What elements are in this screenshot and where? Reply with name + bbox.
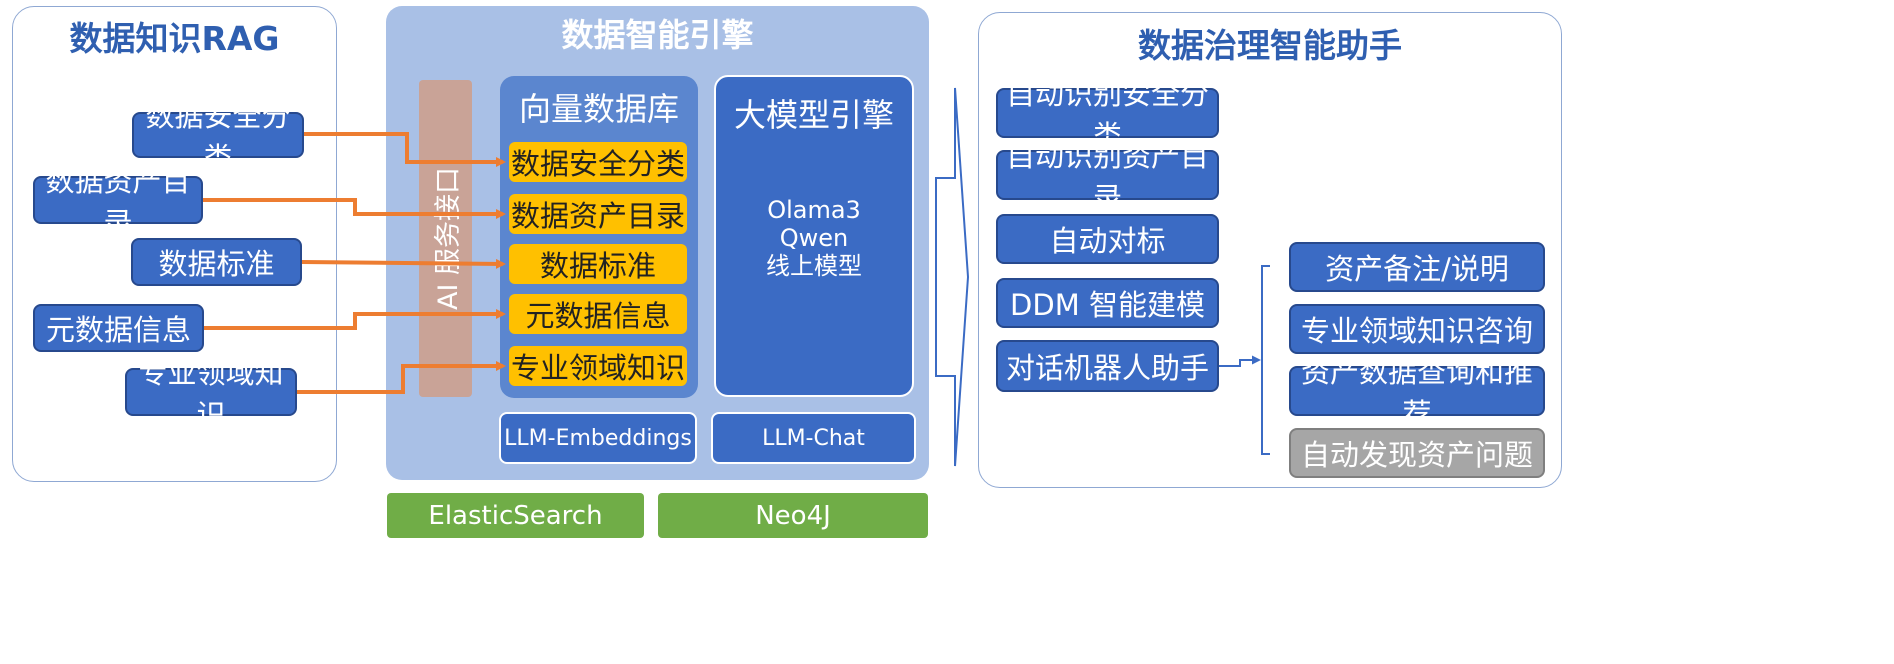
connector-domain xyxy=(297,361,506,394)
vector-item-data-standard: 数据标准 xyxy=(509,244,687,284)
sub-item-asset-notes: 资产备注/说明 xyxy=(1289,242,1545,292)
right-item-auto-benchmark: 自动对标 xyxy=(996,214,1219,264)
vector-item-asset-catalog: 数据资产目录 xyxy=(509,194,687,234)
connector-standard xyxy=(301,258,506,269)
left-item-domain-knowledge: 专业领域知识 xyxy=(125,356,297,432)
vector-item-domain-knowledge: 专业领域知识 xyxy=(509,346,687,386)
right-item-ddm-modeling: DDM 智能建模 xyxy=(996,278,1219,328)
sub-items-bracket xyxy=(1261,265,1270,455)
llm-engine-title: 大模型引擎 xyxy=(733,96,894,134)
llm-engine-panel xyxy=(714,75,914,397)
sub-item-domain-consult: 专业领域知识咨询 xyxy=(1289,304,1545,354)
ai-service-interface: AI 服务接口 xyxy=(419,80,472,397)
flow-arrow xyxy=(935,87,970,467)
sub-item-auto-detect: 自动发现资产问题 xyxy=(1289,428,1545,478)
llm-chat-box: LLM-Chat xyxy=(711,412,916,464)
left-panel-title: 数据知识RAG xyxy=(69,19,280,58)
left-item-data-standard: 数据标准 xyxy=(131,238,302,286)
connector-security xyxy=(304,132,506,167)
model-qwen: Qwen xyxy=(779,224,849,252)
right-item-chatbot: 对话机器人助手 xyxy=(996,340,1219,392)
llm-model-list: Olama3 Qwen 线上模型 xyxy=(714,196,914,280)
left-item-metadata: 元数据信息 xyxy=(33,304,204,352)
connector-metadata xyxy=(204,309,506,330)
engine-title: 数据智能引擎 xyxy=(561,16,754,54)
model-online: 线上模型 xyxy=(766,252,862,280)
connector-catalog xyxy=(203,198,506,219)
connector-chatbot xyxy=(1219,355,1261,367)
elasticsearch-box: ElasticSearch xyxy=(387,493,644,538)
vector-item-metadata: 元数据信息 xyxy=(509,294,687,334)
right-panel-title: 数据治理智能助手 xyxy=(1138,26,1402,65)
vector-db-title: 向量数据库 xyxy=(518,90,679,128)
model-olama3: Olama3 xyxy=(767,196,861,224)
neo4j-box: Neo4J xyxy=(658,493,928,538)
vector-item-security-classification: 数据安全分类 xyxy=(509,142,687,182)
llm-embeddings-box: LLM-Embeddings xyxy=(499,412,697,464)
vector-db-panel xyxy=(500,76,698,398)
